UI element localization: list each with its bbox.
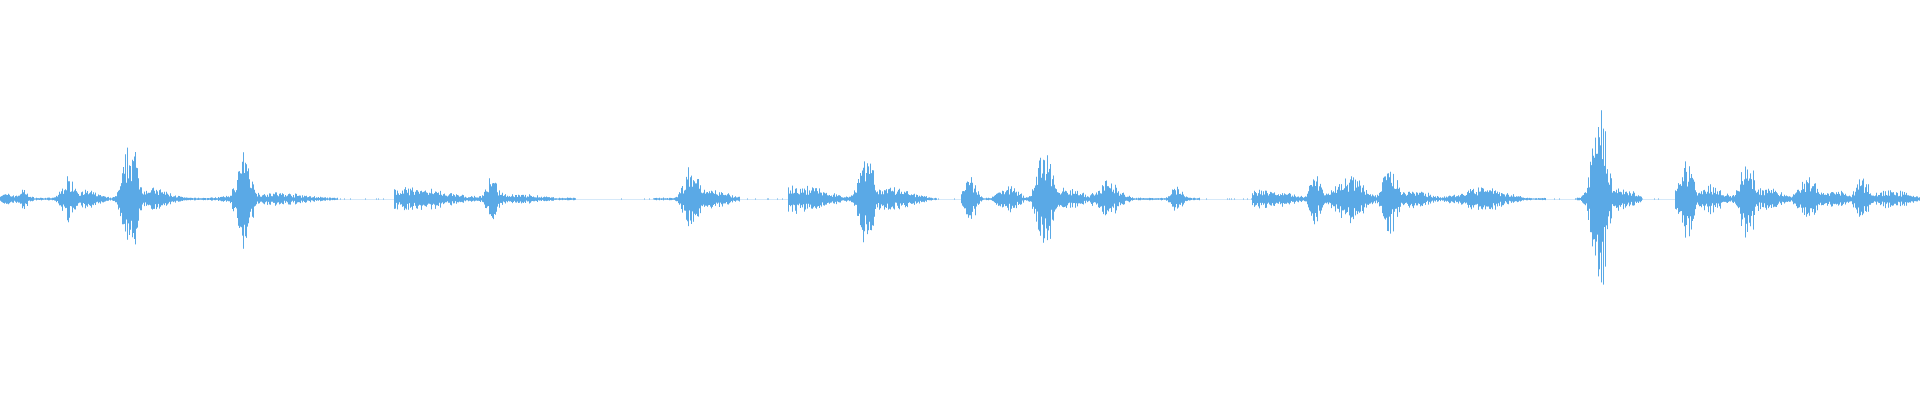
waveform-samples <box>0 110 1920 285</box>
waveform-trace <box>0 110 1920 285</box>
